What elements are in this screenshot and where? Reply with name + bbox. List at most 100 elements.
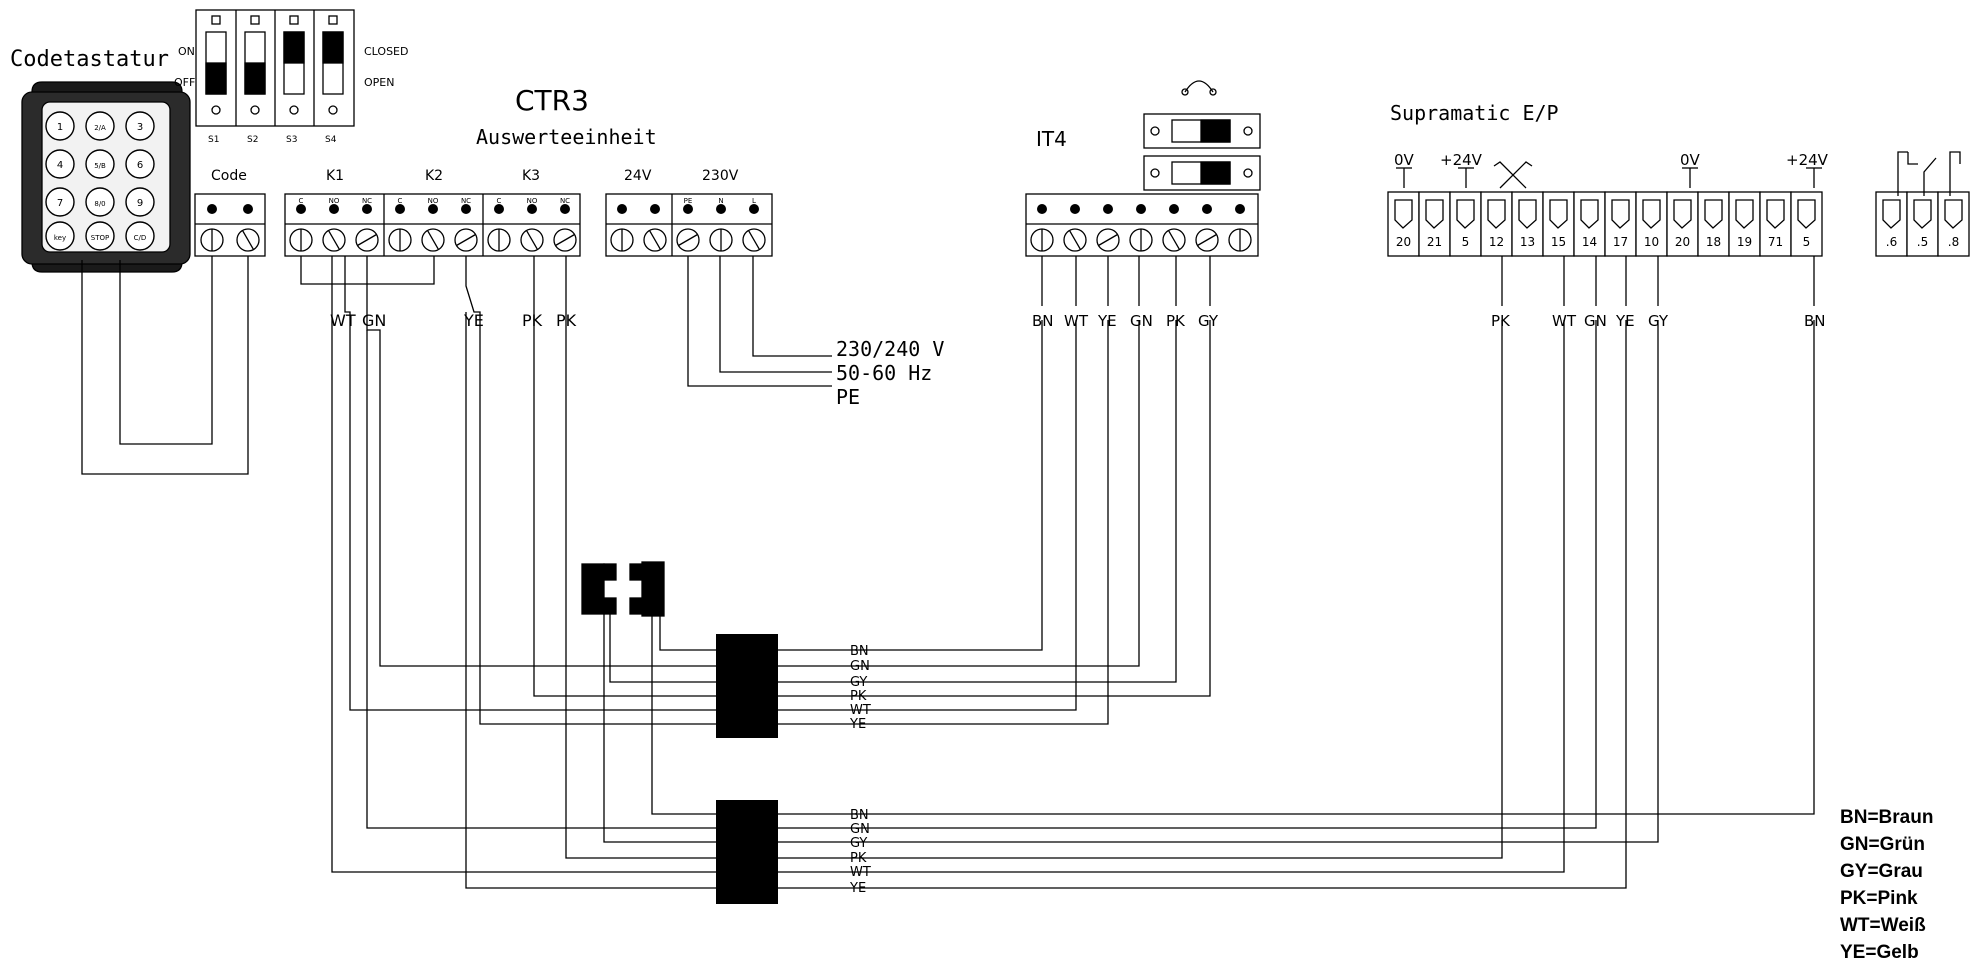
dip-label-s3: S3 [286,135,297,145]
supramatic-terminal-number: 21 [1427,235,1442,249]
keypad-key[interactable]: 6 [125,149,155,179]
dip-label-s4: S4 [325,135,337,145]
ctr3-group-24v: 24V [624,168,652,184]
it4-wire-label-gy: GY [1198,312,1219,330]
screw-terminal[interactable] [610,204,634,252]
screw-terminal[interactable]: NC [553,197,577,252]
screw-terminal[interactable]: N [709,197,733,252]
relay-terminal-number: .8 [1948,235,1959,249]
dip-switch-3-lever[interactable] [283,31,305,64]
dip-switch-4-lever[interactable] [322,31,344,64]
screw-terminal[interactable]: C [289,197,313,252]
cable-connector-1 [716,634,778,738]
screw-terminal[interactable]: L [742,197,766,252]
keypad-key[interactable]: 8/0 [85,187,115,217]
supramatic-terminal[interactable]: 18 [1697,191,1730,257]
it4-wire-label-ye: YE [1097,312,1117,330]
bundle2-label-gn: GN [850,822,870,837]
supra-wire-label-gn: GN [1584,312,1607,330]
supramatic-terminal[interactable]: 13 [1511,191,1544,257]
supramatic-terminal-number: 18 [1706,235,1721,249]
supramatic-terminal[interactable]: 10 [1635,191,1668,257]
screw-terminal[interactable]: C [388,197,412,252]
keypad-key[interactable]: C/D [125,221,155,251]
keypad-key-label: STOP [91,234,109,242]
supramatic-terminal-number: 10 [1644,235,1659,249]
dip-switch-block [195,9,355,127]
it4-button-2[interactable] [1143,155,1261,191]
supramatic-terminal[interactable]: 71 [1759,191,1792,257]
screw-terminal[interactable] [200,204,224,252]
keypad-key[interactable]: 4 [45,149,75,179]
relay-terminal[interactable]: .8 [1937,191,1970,257]
legend-pk: PK=Pink [1840,888,1918,909]
supramatic-terminal[interactable]: 21 [1418,191,1451,257]
supramatic-terminal[interactable]: 14 [1573,191,1606,257]
dip-switch-1-lever[interactable] [205,62,227,95]
it4-button-1[interactable] [1143,113,1261,149]
relay-terminal[interactable]: .6 [1875,191,1908,257]
keypad-key[interactable]: 1 [45,111,75,141]
screw-terminal[interactable] [1228,204,1252,252]
screw-terminal[interactable]: NO [421,197,445,252]
keypad-key[interactable]: 2/A [85,111,115,141]
supramatic-terminal[interactable]: 17 [1604,191,1637,257]
supramatic-terminal[interactable]: 19 [1728,191,1761,257]
supramatic-terminal[interactable]: 12 [1480,191,1513,257]
code-keypad: 1 2/A 3 4 5/B 6 7 8/0 9 key STOP C/D [21,81,191,273]
supramatic-terminal[interactable]: 5 [1790,191,1823,257]
photoeye-receiver-icon [629,561,665,617]
dip-switch-2-lever[interactable] [244,62,266,95]
keypad-key[interactable]: 3 [125,111,155,141]
screw-terminal[interactable] [1195,204,1219,252]
screw-terminal[interactable] [1096,204,1120,252]
supramatic-terminal-number: 5 [1462,235,1470,249]
relay-terminal[interactable]: .5 [1906,191,1939,257]
supply-frequency: 50-60 Hz [836,361,932,385]
bundle2-label-bn: BN [850,808,869,823]
supramatic-terminal[interactable]: 20 [1666,191,1699,257]
screw-terminal[interactable] [1063,204,1087,252]
supra-wire-label-pk: PK [1491,312,1511,330]
screw-terminal[interactable] [643,204,667,252]
keypad-key-label: C/D [134,234,147,242]
supply-pe: PE [836,385,860,409]
photoeye-transmitter-icon [581,563,617,615]
screw-terminal[interactable] [236,204,260,252]
keypad-key-label: 4 [57,160,63,171]
screw-terminal[interactable]: NO [322,197,346,252]
supramatic-terminal[interactable]: 20 [1387,191,1420,257]
bundle2-label-ye: YE [849,881,866,896]
keypad-key[interactable]: 5/B [85,149,115,179]
dip-label-s2: S2 [247,135,258,145]
screw-terminal[interactable]: NO [520,197,544,252]
relay-terminal-number: .5 [1917,235,1928,249]
supramatic-0v-left: 0V [1394,151,1415,169]
keypad-key[interactable]: key [45,221,75,251]
ctr3-wire-label-wt: WT [330,311,356,330]
keypad-key[interactable]: STOP [85,221,115,251]
ctr3-wire-label-pk-2: PK [556,311,577,330]
screw-terminal-label: NO [428,197,439,205]
screw-terminal[interactable] [1030,204,1054,252]
color-legend: BN=Braun GN=Grün GY=Grau PK=Pink WT=Weiß… [1840,804,1933,966]
screw-terminal[interactable]: NC [454,197,478,252]
legend-wt: WT=Weiß [1840,915,1926,936]
bundle1-label-bn: BN [850,644,869,659]
supramatic-terminal[interactable]: 15 [1542,191,1575,257]
bundle1-label-wt: WT [850,703,871,718]
screw-terminal[interactable]: NC [355,197,379,252]
bundle1-label-gy: GY [850,675,867,690]
keypad-key[interactable]: 7 [45,187,75,217]
screw-terminal[interactable]: C [487,197,511,252]
supramatic-terminal[interactable]: 5 [1449,191,1482,257]
keypad-key[interactable]: 9 [125,187,155,217]
screw-terminal[interactable] [1129,204,1153,252]
keypad-key-label: 3 [137,122,143,133]
screw-terminal[interactable] [1162,204,1186,252]
screw-terminal[interactable]: PE [676,197,700,252]
dip-label-closed: CLOSED [364,45,408,58]
screw-terminal-label: NO [527,197,538,205]
